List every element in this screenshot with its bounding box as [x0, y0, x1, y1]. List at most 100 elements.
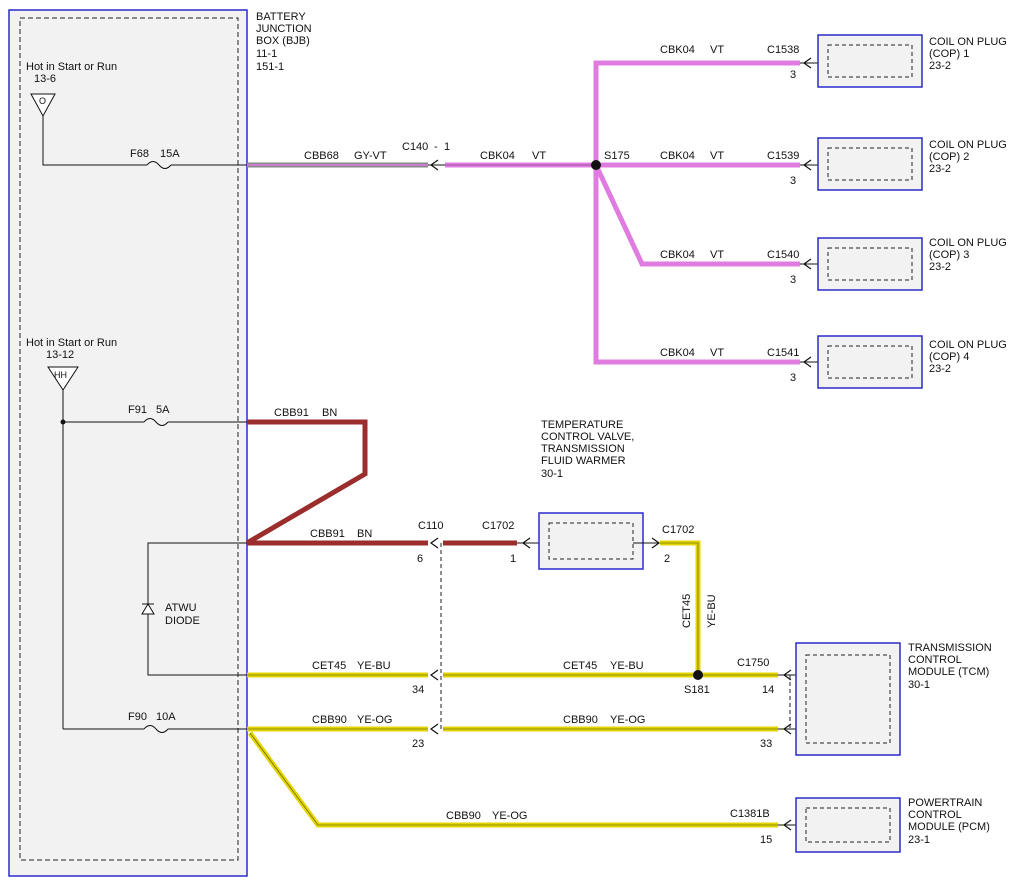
- fuse-f68-icon: [146, 161, 172, 169]
- wire-cet45-vertical-stripe: [660, 542, 699, 675]
- svg-text:POWERTRAIN: POWERTRAIN: [908, 797, 982, 809]
- svg-text:(COP) 1: (COP) 1: [929, 48, 969, 60]
- wire-cet45-vertical-color: YE-BU: [706, 594, 718, 628]
- feed-2-symbol: HH: [54, 370, 67, 380]
- wire-cbb68-color: GY-VT: [354, 150, 387, 162]
- c110-pin23-arrow-icon: [429, 723, 439, 735]
- wire-cbb91-run-circuit: CBB91: [310, 528, 345, 540]
- svg-text:CONTROL: CONTROL: [908, 654, 962, 666]
- feed-1-wire: [42, 116, 147, 166]
- svg-text:C1538: C1538: [767, 44, 799, 56]
- coil-1-box: [817, 34, 923, 88]
- svg-text:BATTERY: BATTERY: [256, 11, 306, 23]
- wire-cet45-right-color: YE-BU: [610, 660, 644, 672]
- splice-s181: [693, 670, 703, 680]
- svg-text:VT: VT: [710, 249, 724, 261]
- c1381b-label: C1381B: [730, 808, 770, 820]
- wire-cet45-vertical-circuit: CET45: [681, 594, 693, 628]
- svg-text:TRANSMISSION: TRANSMISSION: [908, 642, 992, 654]
- wire-cbb90-pcm-circuit: CBB90: [446, 810, 481, 822]
- wire-cbb90-right-color: YE-OG: [610, 714, 645, 726]
- svg-text:23-2: 23-2: [929, 60, 951, 72]
- svg-text:23-2: 23-2: [929, 261, 951, 273]
- c1750-label: C1750: [737, 657, 769, 669]
- tcm-box: [795, 642, 901, 756]
- pcm-inner: [805, 807, 891, 843]
- diode-label-1: ATWU: [165, 602, 197, 614]
- svg-text:23-1: 23-1: [908, 834, 930, 846]
- c110-pin6-arrow-icon: [429, 537, 439, 549]
- bjb-label: BATTERY JUNCTION BOX (BJB) 11-1 151-1: [256, 11, 312, 73]
- tcv-label: TEMPERATURE CONTROL VALVE, TRANSMISSION …: [541, 419, 634, 480]
- svg-text:3: 3: [790, 175, 796, 187]
- svg-text:COIL ON PLUG: COIL ON PLUG: [929, 237, 1007, 249]
- svg-text:3: 3: [790, 274, 796, 286]
- svg-text:23-2: 23-2: [929, 363, 951, 375]
- c1702-pin2: 2: [664, 553, 670, 565]
- svg-text:COIL ON PLUG: COIL ON PLUG: [929, 339, 1007, 351]
- svg-text:TRANSMISSION: TRANSMISSION: [541, 443, 625, 455]
- tcm-label: TRANSMISSION CONTROL MODULE (TCM) 30-1: [908, 642, 992, 691]
- svg-text:CONTROL: CONTROL: [908, 809, 962, 821]
- c1702-pin1: 1: [510, 553, 516, 565]
- wire-cbb90-left-color: YE-OG: [357, 714, 392, 726]
- c110-label: C110: [418, 520, 443, 532]
- svg-text:CBK04: CBK04: [660, 347, 695, 359]
- c140-pin: 1: [444, 141, 450, 153]
- fuse-f91-icon: [143, 418, 169, 426]
- feed-1-ref: 13-6: [34, 73, 56, 85]
- svg-text:CBK04: CBK04: [660, 249, 695, 261]
- c1750-pin33: 33: [760, 738, 772, 750]
- svg-text:3: 3: [790, 372, 796, 384]
- svg-text:VT: VT: [710, 150, 724, 162]
- fuse-f68-id: F68: [130, 148, 149, 160]
- fuse-f90-rating: 10A: [156, 711, 176, 723]
- feed-1-label: Hot in Start or Run: [26, 61, 117, 73]
- wire-cet45-left-circuit: CET45: [312, 660, 346, 672]
- coil-3: CBK04 VT C1540 3 COIL ON PLUG(COP) 323-2: [660, 237, 1007, 291]
- svg-text:C1540: C1540: [767, 249, 799, 261]
- splice-s175: [591, 160, 601, 170]
- c110-pin23: 23: [412, 738, 424, 750]
- fuse-f91-rating: 5A: [156, 404, 170, 416]
- fuse-f91-id: F91: [128, 404, 147, 416]
- svg-text:C1541: C1541: [767, 347, 799, 359]
- svg-text:MODULE (PCM): MODULE (PCM): [908, 821, 990, 833]
- svg-text:(COP) 3: (COP) 3: [929, 249, 969, 261]
- svg-text:(COP) 2: (COP) 2: [929, 151, 969, 163]
- coil-3-box: [817, 237, 923, 291]
- svg-text:TEMPERATURE: TEMPERATURE: [541, 419, 623, 431]
- wire-cbb68-circuit: CBB68: [304, 150, 339, 162]
- wire-cbk04-to-cop1: [593, 60, 800, 165]
- wire-cbk04-trunk-color: VT: [532, 150, 546, 162]
- svg-text:(COP) 4: (COP) 4: [929, 351, 969, 363]
- wire-cbb90-right-circuit: CBB90: [563, 714, 598, 726]
- svg-text:3: 3: [790, 69, 796, 81]
- bjb-inner-dashed: [19, 17, 239, 861]
- svg-text:CBK04: CBK04: [660, 44, 695, 56]
- feed-2-ref: 13-12: [46, 349, 74, 361]
- svg-text:COIL ON PLUG: COIL ON PLUG: [929, 139, 1007, 151]
- c110-pin34-arrow-icon: [429, 669, 439, 681]
- svg-text:CBK04: CBK04: [660, 150, 695, 162]
- svg-text:151-1: 151-1: [256, 61, 284, 73]
- tcm-inner: [805, 654, 891, 744]
- svg-text:JUNCTION: JUNCTION: [256, 23, 312, 35]
- wire-cbk04-trunk-circuit: CBK04: [480, 150, 515, 162]
- feed-1-triangle-icon: [30, 93, 56, 118]
- wire-cbb90-pcm-color: YE-OG: [492, 810, 527, 822]
- wire-cet45-left-color: YE-BU: [357, 660, 391, 672]
- wire-cet45-right-circuit: CET45: [563, 660, 597, 672]
- svg-text:MODULE (TCM): MODULE (TCM): [908, 666, 989, 678]
- wire-cbk04-to-cop3: [593, 163, 800, 267]
- c1702-label-2: C1702: [662, 524, 694, 536]
- svg-text:C1539: C1539: [767, 150, 799, 162]
- svg-text:CONTROL VALVE,: CONTROL VALVE,: [541, 431, 634, 443]
- fuse-f90-id: F90: [128, 711, 147, 723]
- wire-cbb90-left-circuit: CBB90: [312, 714, 347, 726]
- coil-4-box: [817, 335, 923, 389]
